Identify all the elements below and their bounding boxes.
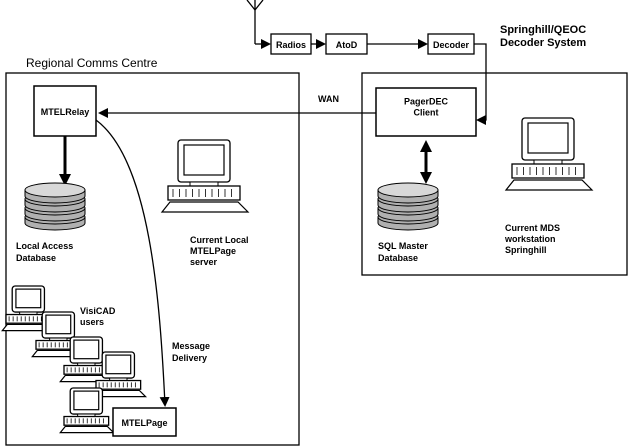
- antenna-icon: [246, 0, 264, 44]
- visicad-workstations: [1, 285, 148, 434]
- mtelpage-box: [112, 407, 177, 437]
- workstation-icon: [59, 336, 116, 383]
- database-icon: [377, 182, 439, 231]
- springhill-qeoc-box: [361, 72, 628, 276]
- mtelpage-label: MTELPage: [121, 418, 167, 428]
- workstation-icon: [59, 387, 116, 434]
- workstation-icon: [1, 285, 58, 332]
- workstation-icon: [91, 351, 148, 398]
- regional-comms-centre-title: Regional Comms Centre: [26, 56, 158, 70]
- regional-comms-centre-box: [5, 72, 300, 446]
- decoder-label: Decoder: [433, 40, 470, 50]
- mtelrelay-label: MTELRelay: [41, 107, 90, 117]
- message-delivery-path: [95, 119, 170, 407]
- radios-label: Radios: [276, 40, 306, 50]
- workstation-icon: [160, 139, 250, 213]
- atod-label: AtoD: [336, 40, 358, 50]
- pagerdec-client-box: [375, 87, 477, 137]
- wan-label: WAN: [318, 94, 339, 104]
- database-icon: [24, 182, 86, 231]
- workstation-icon: [504, 117, 594, 191]
- mtelrelay-box: [33, 85, 97, 137]
